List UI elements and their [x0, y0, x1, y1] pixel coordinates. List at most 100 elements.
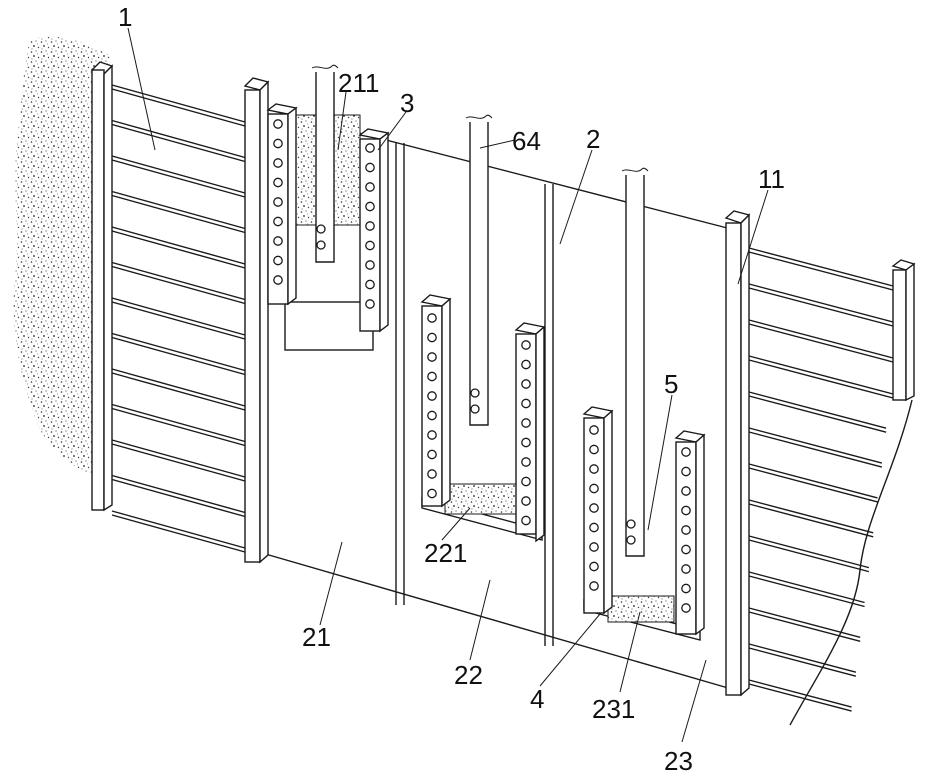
- post-1: [245, 78, 268, 562]
- bolt-hole: [522, 497, 530, 505]
- slope-line: [749, 252, 893, 290]
- slope-line: [112, 405, 245, 442]
- label-23: 23: [664, 746, 693, 776]
- bolt-hole: [590, 426, 598, 434]
- holes-u1-right: [366, 144, 374, 308]
- slope-line: [112, 369, 245, 406]
- bolt-hole: [590, 504, 598, 512]
- bolt-hole: [428, 372, 436, 380]
- fill-231: [608, 596, 674, 622]
- slope-line: [749, 320, 893, 358]
- bolt-hole: [522, 516, 530, 524]
- slope-line: [749, 608, 860, 637]
- bolt-hole: [428, 470, 436, 478]
- slope-line: [112, 125, 245, 162]
- label-21: 21: [302, 622, 331, 652]
- bolt-hole: [682, 526, 690, 534]
- slope-line: [749, 288, 893, 326]
- slope-line: [112, 196, 245, 233]
- bolt-hole: [366, 300, 374, 308]
- slope-line: [749, 324, 893, 362]
- bolt-hole: [522, 419, 530, 427]
- holes-u3-left: [590, 426, 598, 590]
- bolt-hole: [274, 159, 282, 167]
- slope-line: [749, 432, 882, 467]
- slope-line: [112, 440, 245, 477]
- slope-line: [112, 160, 245, 197]
- slope-line: [749, 464, 878, 498]
- post-11: [726, 211, 749, 695]
- bolt-hole: [366, 202, 374, 210]
- bolt-hole: [274, 217, 282, 225]
- bolt-hole: [428, 489, 436, 497]
- label-4: 4: [530, 684, 544, 714]
- bolt-hole: [682, 487, 690, 495]
- bolt-hole: [274, 139, 282, 147]
- bolt-hole: [274, 120, 282, 128]
- bolt-hole: [522, 477, 530, 485]
- bolt-hole: [590, 465, 598, 473]
- slope-line: [112, 338, 245, 375]
- fill-221: [445, 484, 517, 514]
- slope-line: [749, 500, 873, 533]
- label-22: 22: [454, 660, 483, 690]
- slope-line: [112, 85, 245, 122]
- label-3: 3: [400, 88, 414, 118]
- right-slope-lines: [749, 248, 893, 711]
- slope-line: [112, 444, 245, 481]
- bolt-hole: [366, 183, 374, 191]
- bolt-hole: [366, 222, 374, 230]
- slope-line: [112, 515, 245, 552]
- bolt-hole: [366, 241, 374, 249]
- holes-u3-right: [682, 448, 690, 612]
- bolt-hole: [428, 392, 436, 400]
- rod-64: [470, 122, 488, 425]
- slope-line: [112, 511, 245, 548]
- bolt-hole: [428, 431, 436, 439]
- left-post: [92, 62, 112, 510]
- bolt-hole: [682, 545, 690, 553]
- label-221: 221: [424, 538, 467, 568]
- slope-line: [749, 576, 865, 606]
- slope-line: [749, 248, 893, 286]
- frame-unit-3: [584, 168, 704, 640]
- slope-line: [112, 334, 245, 371]
- bolt-hole: [366, 163, 374, 171]
- bolt-hole: [428, 450, 436, 458]
- label-1: 1: [118, 2, 132, 32]
- slope-line: [749, 392, 886, 428]
- slope-line: [112, 409, 245, 446]
- bolt-hole: [590, 445, 598, 453]
- slope-line: [749, 680, 852, 707]
- slope-line: [749, 648, 856, 676]
- bolt-hole: [522, 341, 530, 349]
- bolt-hole: [682, 565, 690, 573]
- bolt-hole: [682, 584, 690, 592]
- holes-u1-left: [274, 120, 282, 284]
- left-slope-lines: [112, 85, 245, 552]
- bolt-hole: [274, 178, 282, 186]
- bolt-hole: [590, 582, 598, 590]
- bolt-hole: [274, 198, 282, 206]
- label-231: 231: [592, 694, 635, 724]
- bolt-hole: [522, 360, 530, 368]
- rod-u1: [316, 72, 334, 262]
- label-5: 5: [664, 369, 678, 399]
- slope-line: [749, 360, 893, 398]
- bolt-hole: [428, 353, 436, 361]
- bolt-hole: [590, 523, 598, 531]
- right-post: [893, 260, 914, 400]
- bolt-hole: [522, 380, 530, 388]
- bolt-hole: [366, 144, 374, 152]
- bolt-hole: [274, 256, 282, 264]
- slope-line: [112, 227, 245, 264]
- bolt-hole: [682, 506, 690, 514]
- rod-5: [626, 175, 644, 556]
- slope-line: [112, 373, 245, 410]
- slope-line: [112, 89, 245, 126]
- bolt-hole: [428, 333, 436, 341]
- bolt-hole: [590, 543, 598, 551]
- slope-line: [749, 284, 893, 322]
- bolt-hole: [682, 467, 690, 475]
